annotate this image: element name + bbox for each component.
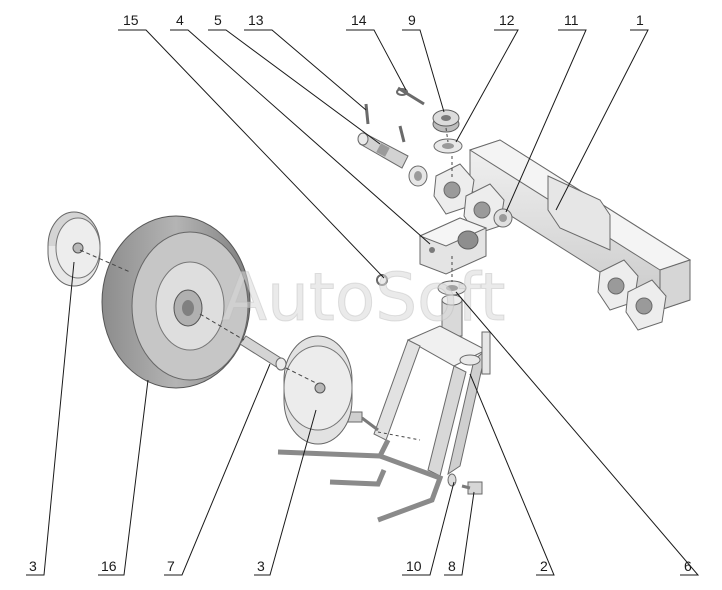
wheel-tire [101,215,251,389]
assembly-axis-lines [79,127,453,441]
pin-shaft [357,132,409,169]
ring-15 [376,274,388,286]
washer-10 [447,473,457,487]
callout-9: 9 [408,12,416,28]
callout-3-bottom: 3 [257,558,265,574]
axle-7 [239,335,287,371]
callout-1: 1 [636,12,644,28]
callout-10: 10 [406,558,422,574]
callout-4: 4 [176,12,184,28]
castle-nut [432,109,460,133]
washer-pin [408,165,428,187]
watermark-text: AutoSoft [222,259,505,336]
callout-7: 7 [167,558,175,574]
callout-11: 11 [564,12,579,28]
callout-15: 15 [123,12,139,28]
fork-bracket [277,325,491,523]
split-pin-13 [364,103,406,143]
callout-12: 12 [499,12,515,28]
hub-cap-left [47,211,101,287]
callout-6: 6 [684,558,692,574]
bolt-8 [461,481,483,495]
callout-16: 16 [101,558,117,574]
pivot-block [418,217,488,275]
callout-3-left: 3 [29,558,37,574]
king-pin [437,280,467,337]
washer-12 [433,138,463,154]
callout-8: 8 [448,558,456,574]
callout-14: 14 [351,12,367,28]
frame-beam [433,139,692,331]
callout-2: 2 [540,558,548,574]
washer-11 [493,208,513,228]
hub-cap-right [283,335,353,445]
cotter-pin-14 [396,86,425,106]
callout-5: 5 [214,12,222,28]
bolt-left [347,411,379,432]
callout-13: 13 [248,12,264,28]
leader-lines [26,29,700,576]
